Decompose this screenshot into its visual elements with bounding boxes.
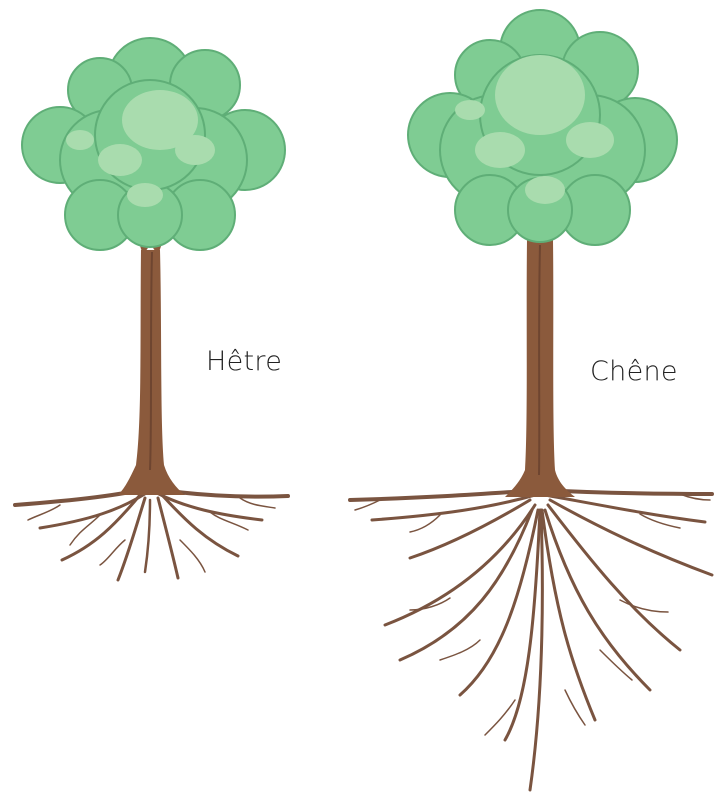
oak-label: Chêne <box>590 356 678 387</box>
oak-tree <box>350 10 712 790</box>
beech-tree <box>15 38 288 580</box>
beech-roots <box>15 488 288 580</box>
beech-label: Hêtre <box>206 346 282 377</box>
oak-roots <box>350 490 712 790</box>
